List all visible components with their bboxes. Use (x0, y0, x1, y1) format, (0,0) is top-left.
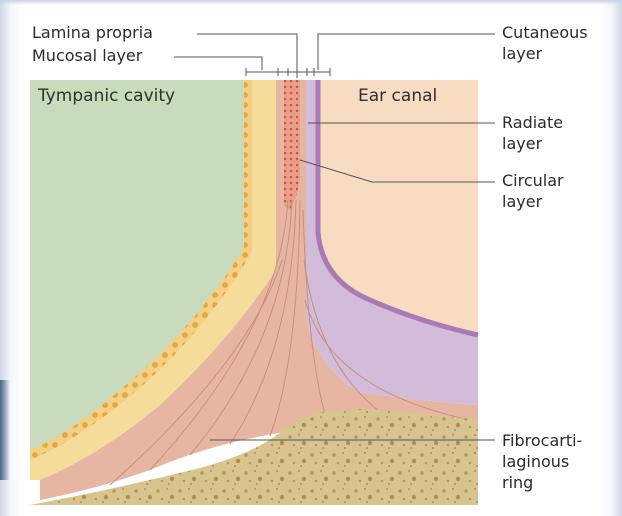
leader-cutaneous-layer (318, 34, 495, 70)
fibrocartilaginous-ring-label-line-3: ring (502, 472, 582, 493)
lamina-propria-label: Lamina propria (32, 22, 153, 43)
cutaneous-layer-label: Cutaneous layer (502, 22, 588, 64)
circular-layer-label-line-1: Circular (502, 170, 564, 191)
leader-lamina-propria (197, 34, 297, 78)
fibrocartilaginous-ring-label-line-1: Fibrocarti- (502, 430, 582, 451)
circular-layer-label-line-2: layer (502, 191, 564, 212)
ear-canal-label: Ear canal (358, 86, 437, 107)
radiate-layer-label-line-2: layer (502, 133, 563, 154)
cutaneous-layer-label-line-1: Cutaneous (502, 22, 588, 43)
leader-mucosal-layer (174, 57, 262, 70)
fibrocartilaginous-ring-label: Fibrocarti- laginous ring (502, 430, 582, 493)
tympanic-cavity-label: Tympanic cavity (38, 86, 175, 107)
circular-layer-label: Circular layer (502, 170, 564, 212)
cutaneous-layer-label-line-2: layer (502, 43, 588, 64)
layer-thickness-markers (246, 68, 330, 76)
radiate-layer-label-line-1: Radiate (502, 112, 563, 133)
radiate-layer-label: Radiate layer (502, 112, 563, 154)
fibrocartilaginous-ring-label-line-2: laginous (502, 451, 582, 472)
mucosal-layer-label: Mucosal layer (32, 45, 142, 66)
